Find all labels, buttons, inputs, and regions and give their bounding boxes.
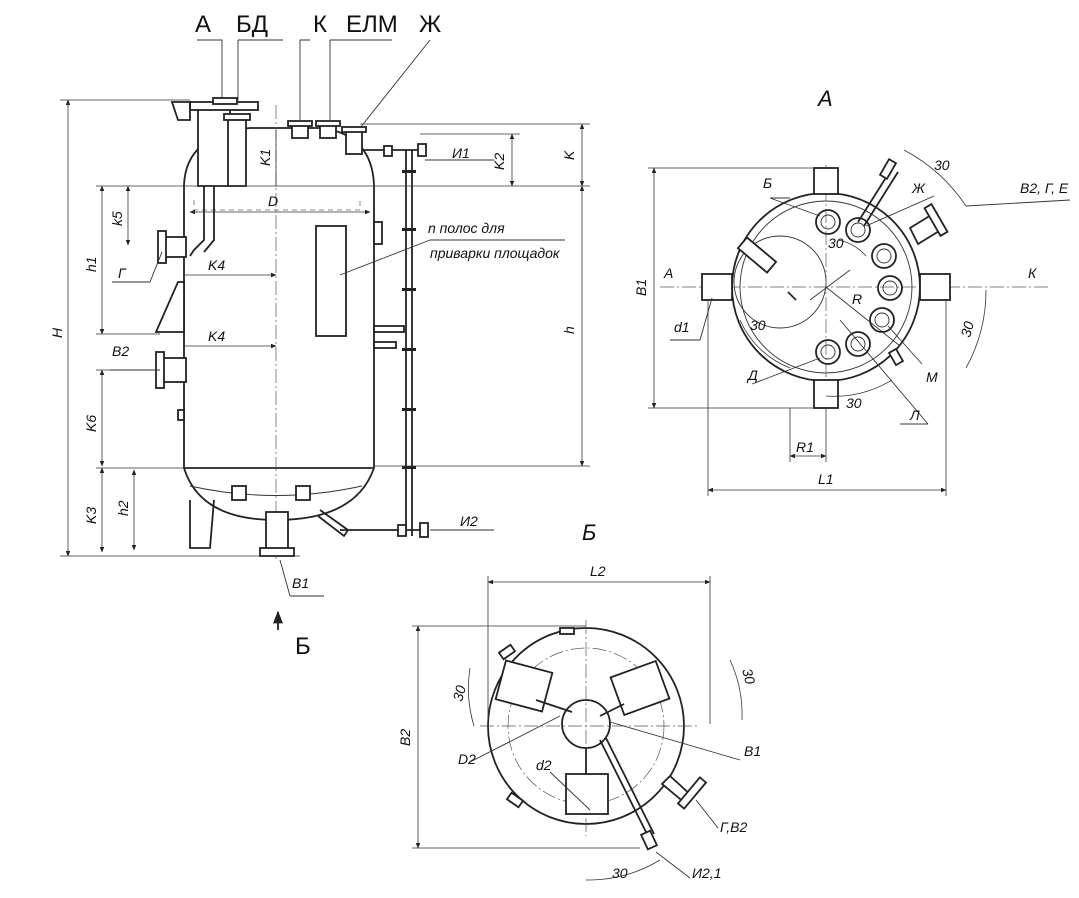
view-A-angle-3: 30 — [846, 395, 862, 411]
label-I1: И1 — [452, 145, 470, 161]
dim-D: D — [268, 193, 278, 209]
view-A-angle-1: 30 — [934, 157, 950, 173]
view-A-dim-R: R — [852, 291, 862, 307]
dim-h2: h2 — [115, 500, 131, 516]
view-A-dim-L1: L1 — [818, 471, 834, 487]
view-A-label-B: Б — [763, 175, 772, 191]
dim-h1: h1 — [83, 256, 99, 272]
dim-k5: k5 — [109, 211, 125, 226]
view-A-angle-4: 30 — [750, 317, 766, 333]
dim-K6: K6 — [83, 415, 99, 432]
view-A-plan: А — [633, 86, 1071, 496]
label-BD: БД — [236, 11, 268, 38]
view-B-angle-1: 30 — [449, 683, 469, 702]
view-B-label-I21: И2,1 — [692, 865, 721, 881]
view-B-label-V1: В1 — [744, 743, 761, 759]
view-A-label-L: Л — [909, 407, 920, 423]
dim-K1: K1 — [257, 149, 273, 166]
dim-K: K — [561, 150, 577, 160]
view-B-label-GV2: Г,В2 — [720, 819, 747, 835]
view-A-angle-5: 30 — [828, 235, 844, 251]
view-B-dim-D2: D2 — [458, 751, 476, 767]
label-K: К — [313, 11, 327, 38]
label-I2: И2 — [460, 513, 478, 529]
view-B-plan: Б — [397, 520, 761, 881]
view-A-label-K: К — [1028, 265, 1037, 281]
view-B-dim-B2: B2 — [397, 729, 413, 746]
note-line-1: n полос для — [428, 220, 505, 236]
dim-K2: K2 — [491, 153, 507, 170]
vessel-elevation-view: H h1 k5 K6 K3 h2 K h K2 K1 D K4 K4 И1 И2… — [49, 97, 590, 660]
label-V2: В2 — [112, 343, 129, 359]
top-nozzle-labels: А БД К ЕЛМ Ж — [195, 11, 441, 129]
access-hatch — [315, 225, 347, 337]
view-B-title: Б — [582, 520, 596, 545]
view-A-label-D: Д — [746, 367, 758, 383]
dim-h: h — [561, 326, 577, 334]
dim-H: H — [49, 327, 65, 338]
view-B-angle-3: 30 — [612, 865, 628, 881]
view-B-dim-L2: L2 — [590, 563, 606, 579]
view-A-angle-2: 30 — [957, 319, 977, 338]
view-A-dim-B1: B1 — [633, 279, 649, 296]
view-B-dim-d2: d2 — [536, 757, 552, 773]
label-G: Г — [118, 265, 127, 281]
view-A-label-M: М — [926, 369, 938, 385]
vessel-top-head — [183, 127, 375, 186]
view-A-label-V2GE: В2, Г, Е — [1020, 180, 1069, 196]
label-ELM: ЕЛМ — [346, 11, 398, 38]
dim-K4-upper: K4 — [208, 257, 225, 273]
view-A-dim-d1: d1 — [674, 319, 690, 335]
label-V1: В1 — [292, 575, 309, 591]
view-A-label-A: А — [663, 265, 673, 281]
view-A-dim-R1: R1 — [796, 439, 814, 455]
view-B-angle-2: 30 — [739, 667, 759, 686]
view-A-title: А — [816, 86, 833, 111]
view-A-label-ZH: Ж — [911, 180, 926, 196]
view-arrow-B: Б — [295, 633, 311, 660]
dim-K3: K3 — [83, 507, 99, 524]
note-line-2: приварки площадок — [430, 245, 561, 261]
dim-K4-lower: K4 — [208, 328, 225, 344]
label-ZH: Ж — [419, 11, 441, 38]
label-A: А — [195, 11, 211, 38]
